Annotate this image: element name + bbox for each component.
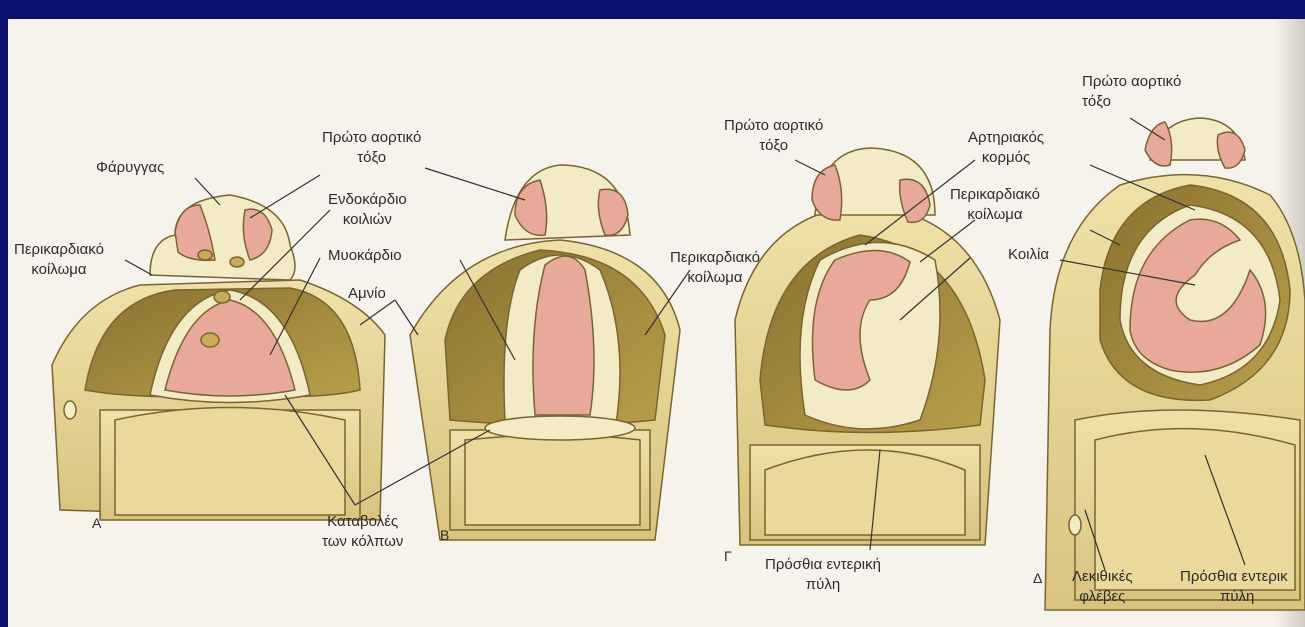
label-pericardial-cavity-c: Περικαρδιακό κοίλωμα: [950, 185, 1040, 225]
label-ventricle: Κοιλία: [1008, 245, 1049, 265]
label-anterior-intestinal-portal-d: Πρόσθια εντερικ πύλη: [1180, 567, 1305, 607]
label-pericardial-cavity-b-line2: κοίλωμα: [670, 268, 760, 288]
label-pericardial-cavity-a-line2: κοίλωμα: [14, 260, 104, 280]
panel-letter-d: Δ: [1033, 570, 1042, 586]
label-anterior-intestinal-portal-d-line1: Πρόσθια εντερικ: [1180, 567, 1305, 587]
label-anterior-intestinal-portal-c: Πρόσθια εντερική πύλη: [765, 555, 881, 595]
label-amnion: Αμνίο: [348, 284, 386, 304]
label-pericardial-cavity-b-line1: Περικαρδιακό: [670, 248, 760, 268]
panel-letter-c: Γ: [724, 548, 732, 564]
label-anterior-intestinal-portal-c-line1: Πρόσθια εντερική: [765, 555, 881, 575]
panel-d-drawing: [1045, 118, 1305, 610]
label-first-aortic-arch-d: Πρώτο αορτικό τόξο: [1082, 72, 1181, 112]
label-first-aortic-arch-d-line2: τόξο: [1082, 92, 1181, 112]
label-truncus-arteriosus: Αρτηριακός κορμός: [968, 128, 1044, 168]
label-atrial-primordia: Καταβολές των κόλπων: [322, 512, 403, 552]
label-pericardial-cavity-b: Περικαρδιακό κοίλωμα: [670, 248, 760, 288]
label-pericardial-cavity-a: Περικαρδιακό κοίλωμα: [14, 240, 104, 280]
label-anterior-intestinal-portal-d-line2: πύλη: [1180, 587, 1305, 607]
label-endocardium-line2: κοιλιών: [328, 210, 407, 230]
label-truncus-arteriosus-line1: Αρτηριακός: [968, 128, 1044, 148]
label-myocardium: Μυοκάρδιο: [328, 246, 402, 266]
label-first-aortic-arch-d-line1: Πρώτο αορτικό: [1082, 72, 1181, 92]
label-pericardial-cavity-a-line1: Περικαρδιακό: [14, 240, 104, 260]
label-pericardial-cavity-c-line1: Περικαρδιακό: [950, 185, 1040, 205]
label-endocardium-line1: Ενδοκάρδιο: [328, 190, 407, 210]
label-vitelline-veins-line2: φλέβες: [1072, 587, 1133, 607]
panel-letter-b: Β: [440, 527, 449, 543]
label-pericardial-cavity-c-line2: κοίλωμα: [950, 205, 1040, 225]
label-first-aortic-arch-c: Πρώτο αορτικό τόξο: [724, 116, 823, 156]
label-first-aortic-arch-c-line1: Πρώτο αορτικό: [724, 116, 823, 136]
label-endocardium: Ενδοκάρδιο κοιλιών: [328, 190, 407, 230]
label-anterior-intestinal-portal-c-line2: πύλη: [765, 575, 881, 595]
label-vitelline-veins-line1: Λεκιθικές: [1072, 567, 1133, 587]
label-atrial-primordia-line1: Καταβολές: [322, 512, 403, 532]
panel-b-drawing: [410, 165, 680, 540]
label-vitelline-veins: Λεκιθικές φλέβες: [1072, 567, 1133, 607]
label-pharynx: Φάρυγγας: [96, 158, 164, 178]
label-first-aortic-arch-a-line1: Πρώτο αορτικό: [322, 128, 421, 148]
label-first-aortic-arch-c-line2: τόξο: [724, 136, 823, 156]
label-first-aortic-arch-a-line2: τόξο: [322, 148, 421, 168]
label-truncus-arteriosus-line2: κορμός: [968, 148, 1044, 168]
label-atrial-primordia-line2: των κόλπων: [322, 532, 403, 552]
panel-letter-a: Α: [92, 515, 101, 531]
label-first-aortic-arch-a: Πρώτο αορτικό τόξο: [322, 128, 421, 168]
